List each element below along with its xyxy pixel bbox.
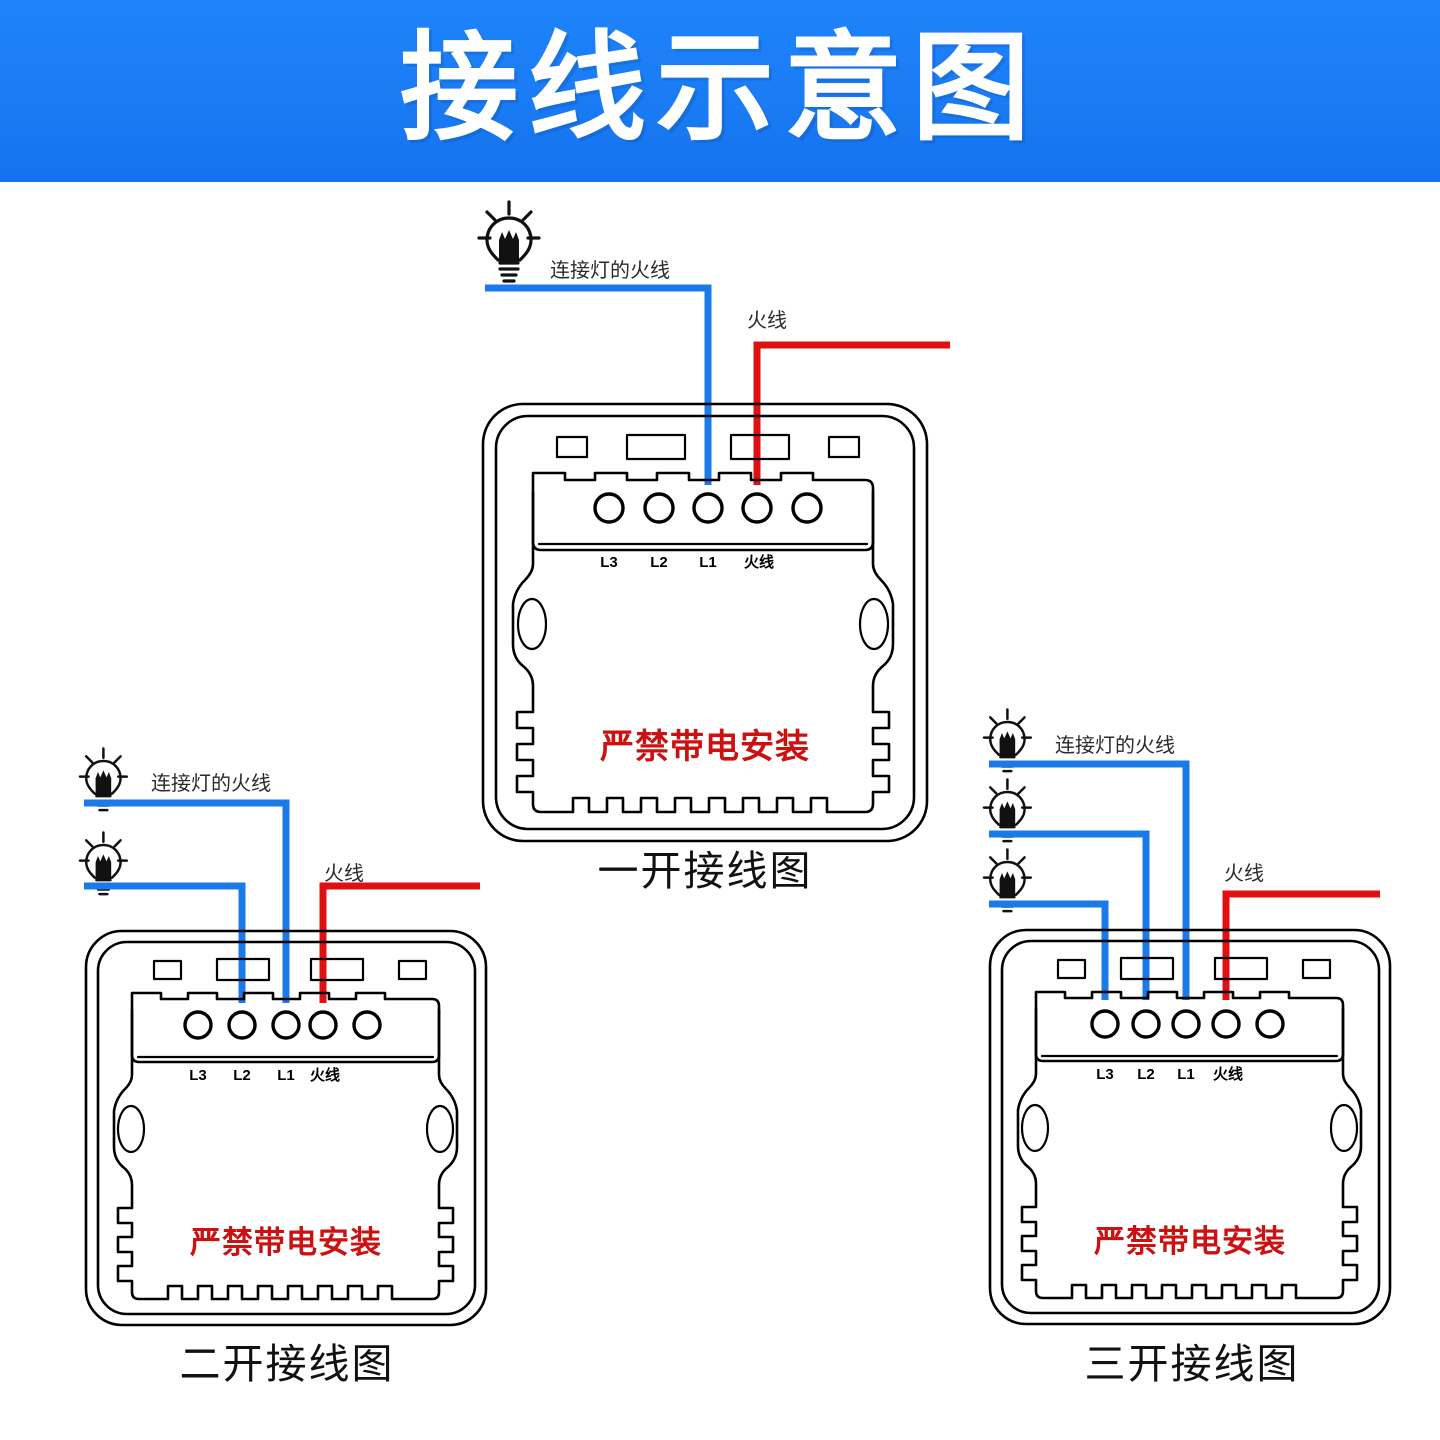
mounting-slot-left	[1020, 1103, 1050, 1153]
terminal-hole-spare[interactable]	[791, 492, 823, 524]
terminal-hole-live[interactable]	[308, 1010, 338, 1040]
diagram-one-gang: 连接灯的火线 火线	[455, 192, 955, 894]
panel-clip-tab-4	[397, 959, 428, 981]
switch-panel-one-gang: L3 L2 L1 火线 严禁带电安装	[481, 402, 929, 843]
panel-clip-tab-1	[152, 959, 183, 981]
warning-text: 严禁带电安装	[1094, 1224, 1286, 1259]
wire-lamp-1	[84, 799, 290, 1003]
panel-inner-frame	[1000, 939, 1381, 1315]
panel-clip-tab-3	[729, 433, 791, 461]
live-wire-label: 火线	[324, 862, 364, 885]
wire-lamp-1	[485, 284, 712, 485]
panel-outer-frame	[84, 929, 488, 1327]
lamp-wire-label: 连接灯的火线	[550, 259, 670, 282]
mounting-slot-right	[858, 597, 890, 651]
terminal-label-l1: L1	[1177, 1066, 1195, 1083]
terminal-hole-l3[interactable]	[1090, 1009, 1120, 1039]
bulb-icon	[477, 200, 541, 283]
terminal-hole-l2[interactable]	[1131, 1009, 1161, 1039]
two-gang-svg: 连接灯的火线 火线	[78, 747, 488, 1327]
terminal-block-body	[112, 1008, 459, 1301]
terminal-label-l1: L1	[699, 554, 717, 571]
panel-clip-tab-2	[625, 433, 687, 461]
bulb-icon	[982, 848, 1033, 913]
wire-lamp-2	[989, 830, 1150, 1000]
terminal-label-live: 火线	[744, 553, 774, 571]
caption-one-gang: 一开接线图	[597, 848, 813, 894]
wire-lamp-3	[989, 900, 1109, 1000]
terminal-hole-l2[interactable]	[227, 1010, 257, 1040]
panel-clip-tab-2	[215, 957, 271, 982]
wire-lamp-1	[989, 760, 1190, 1000]
three-gang-svg: 连接灯的火线 火线	[982, 708, 1392, 1326]
panel-outer-frame	[481, 402, 929, 843]
caption-three-gang: 三开接线图	[1084, 1341, 1300, 1387]
terminal-hole-l3[interactable]	[593, 492, 625, 524]
diagram-three-gang: 连接灯的火线 火线	[962, 700, 1422, 1387]
terminal-hole-l1[interactable]	[1171, 1009, 1201, 1039]
terminal-block-body	[1016, 1007, 1363, 1300]
panel-clip-tab-4	[827, 435, 861, 459]
live-wire-label: 火线	[1224, 862, 1264, 885]
lamp-wire-label: 连接灯的火线	[1055, 734, 1175, 757]
panel-clip-tab-1	[555, 435, 589, 459]
panel-clip-tab-3	[1213, 956, 1269, 981]
terminal-hole-spare[interactable]	[352, 1010, 382, 1040]
mounting-slot-right	[1329, 1103, 1359, 1153]
terminal-label-l2: L2	[233, 1067, 251, 1084]
terminal-label-l2: L2	[1137, 1066, 1155, 1083]
terminal-label-l3: L3	[600, 554, 618, 571]
warning-text: 严禁带电安装	[190, 1225, 382, 1260]
caption-two-gang: 二开接线图	[179, 1341, 395, 1387]
terminal-hole-live[interactable]	[1211, 1009, 1241, 1039]
page-header-banner: 接线示意图	[0, 0, 1440, 182]
terminal-hole-live[interactable]	[741, 492, 773, 524]
page-title: 接线示意图	[399, 23, 1040, 155]
terminal-label-l2: L2	[650, 554, 668, 571]
switch-panel-three-gang: L3 L2 L1 火线 严禁带电安装	[988, 928, 1392, 1326]
mounting-slot-left	[516, 597, 548, 651]
warning-text: 严禁带电安装	[600, 728, 810, 766]
panel-clip-tab-1	[1056, 958, 1087, 980]
terminal-label-l3: L3	[1096, 1066, 1114, 1083]
live-wire-label: 火线	[747, 309, 787, 332]
panel-clip-tab-4	[1301, 958, 1332, 980]
switch-panel-two-gang: L3 L2 L1 火线 严禁带电安装	[84, 929, 488, 1327]
wire-live	[753, 341, 950, 485]
terminal-hole-spare[interactable]	[1255, 1009, 1285, 1039]
mounting-slot-left	[116, 1104, 146, 1154]
terminal-block-top	[130, 991, 441, 1064]
wire-lamp-2	[84, 882, 246, 1003]
terminal-label-live: 火线	[1213, 1065, 1243, 1083]
lamp-wire-label: 连接灯的火线	[151, 772, 271, 795]
terminal-label-l3: L3	[189, 1067, 207, 1084]
terminal-block-body	[511, 490, 895, 814]
terminal-block-top	[1034, 990, 1345, 1063]
bulb-icon	[78, 747, 129, 812]
diagram-two-gang: 连接灯的火线 火线	[62, 735, 512, 1387]
terminal-hole-l3[interactable]	[183, 1010, 213, 1040]
terminal-label-live: 火线	[310, 1066, 340, 1084]
terminal-hole-l2[interactable]	[643, 492, 675, 524]
panel-inner-frame	[494, 414, 916, 831]
wire-live	[1222, 890, 1380, 1000]
panel-clip-tab-2	[1119, 956, 1175, 981]
terminal-block-top	[531, 471, 875, 552]
panel-inner-frame	[96, 940, 477, 1316]
one-gang-svg: 连接灯的火线 火线	[477, 200, 950, 843]
mounting-slot-right	[425, 1104, 455, 1154]
wire-live	[319, 882, 480, 1003]
terminal-hole-l1[interactable]	[271, 1010, 301, 1040]
panel-outer-frame	[988, 928, 1392, 1326]
terminal-hole-l1[interactable]	[692, 492, 724, 524]
terminal-label-l1: L1	[277, 1067, 295, 1084]
panel-clip-tab-3	[309, 957, 365, 982]
